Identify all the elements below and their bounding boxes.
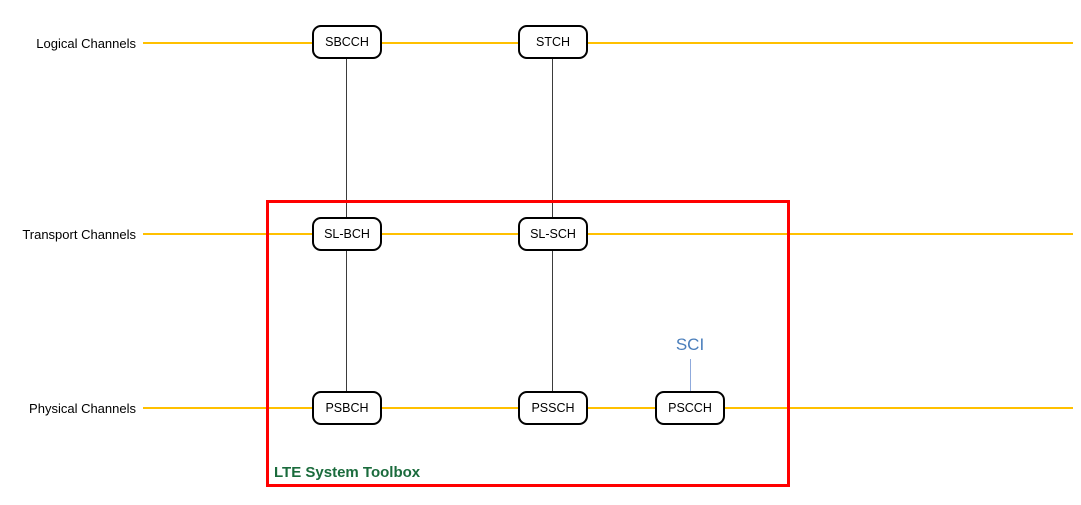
connector-sci-to-pscch — [690, 359, 691, 391]
pssch-box: PSSCH — [518, 391, 588, 425]
pscch-box: PSCCH — [655, 391, 725, 425]
sl-bch-box: SL-BCH — [312, 217, 382, 251]
physical-channels-line — [143, 407, 1073, 409]
lte-system-toolbox-boundary — [266, 200, 790, 487]
sbcch-box: SBCCH — [312, 25, 382, 59]
connector-slsch-to-pssch — [552, 251, 553, 391]
logical-channels-line — [143, 42, 1073, 44]
transport-channels-label: Transport Channels — [22, 227, 136, 242]
connector-sbcch-to-slbch — [346, 59, 347, 217]
psbch-box: PSBCH — [312, 391, 382, 425]
physical-channels-label: Physical Channels — [29, 401, 136, 416]
sl-sch-box: SL-SCH — [518, 217, 588, 251]
transport-channels-line — [143, 233, 1073, 235]
connector-stch-to-slsch — [552, 59, 553, 217]
lte-system-toolbox-label: LTE System Toolbox — [274, 464, 421, 481]
connector-slbch-to-psbch — [346, 251, 347, 391]
stch-box: STCH — [518, 25, 588, 59]
sci-label: SCI — [675, 335, 705, 354]
logical-channels-label: Logical Channels — [36, 36, 136, 51]
